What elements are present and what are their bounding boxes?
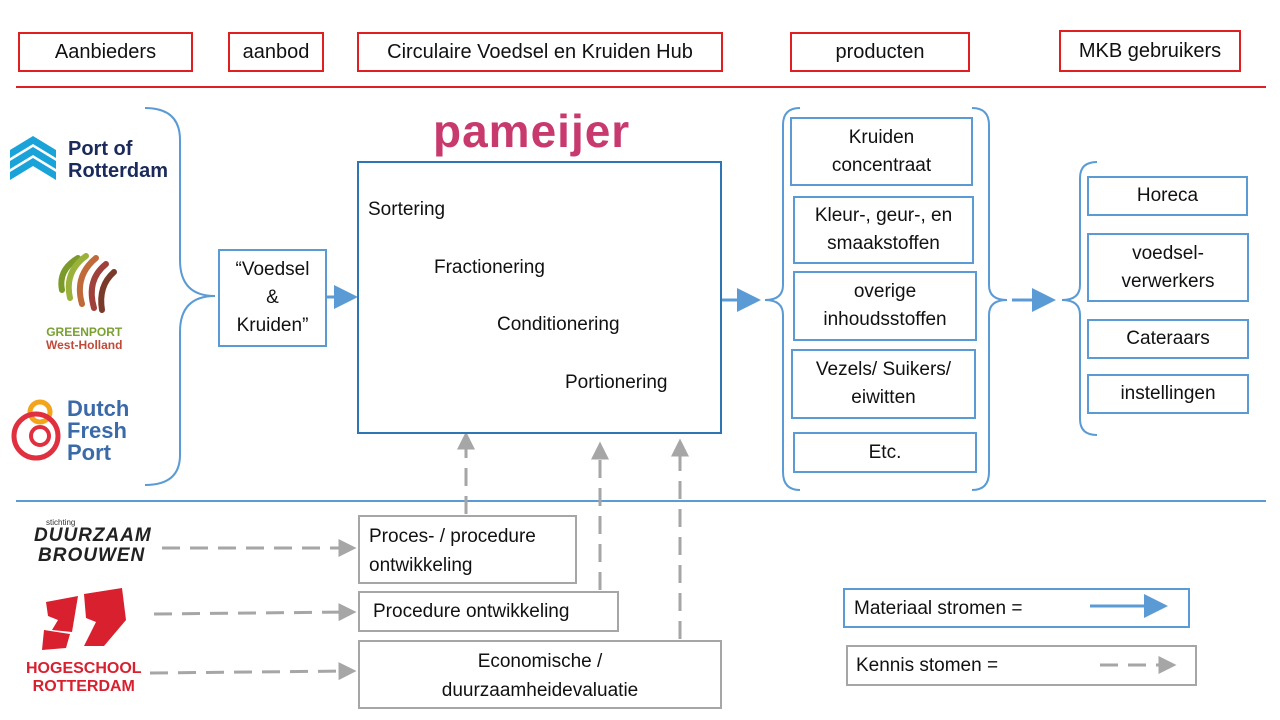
duurzaam-brouwen-logo: DUURZAAM BROUWEN xyxy=(34,526,152,566)
user-voedselverwerkers: voedsel- verwerkers xyxy=(1087,233,1249,302)
port-of-rotterdam-line-2: Rotterdam xyxy=(68,160,169,182)
product-4-line-1: Vezels/ Suikers/ xyxy=(815,359,952,380)
product-2-line-2: smaakstoffen xyxy=(827,233,940,254)
input-voedsel-kruiden-box: “Voedsel & Kruiden” xyxy=(218,249,327,347)
hogeschool-rotterdam-logo-text: HOGESCHOOL ROTTERDAM xyxy=(26,660,142,696)
greenport-logo-text: GREENPORT West-Holland xyxy=(46,326,122,352)
user-2-line-1: voedsel- xyxy=(1132,242,1204,264)
knowledge-3-line-1: Economische / xyxy=(477,651,603,672)
knowledge-procedure-ontwikkeling: Procedure ontwikkeling xyxy=(358,591,619,632)
header-products: producten xyxy=(790,32,970,72)
greenport-line-1: GREENPORT xyxy=(46,325,123,339)
user-horeca: Horeca xyxy=(1087,176,1248,216)
knowledge-economische-evaluatie: Economische / duurzaamheidevaluatie xyxy=(358,640,722,709)
duurzaam-brouwen-line-1: DUURZAAM xyxy=(34,525,152,546)
product-1-line-2: concentraat xyxy=(831,154,932,176)
knowledge-arrow-3 xyxy=(149,662,357,681)
duurzaam-brouwen-line-2: BROUWEN xyxy=(38,545,146,566)
hub-step-fractionering: Fractionering xyxy=(434,257,545,278)
knowledge-1-line-2: ontwikkeling xyxy=(369,555,473,576)
header-users: MKB gebruikers xyxy=(1059,30,1241,72)
header-hub: Circulaire Voedsel en Kruiden Hub xyxy=(357,32,723,72)
product-1-line-1: Kruiden xyxy=(848,126,915,148)
hub-step-conditionering: Conditionering xyxy=(497,314,620,335)
port-of-rotterdam-logo-mark xyxy=(10,136,56,180)
pameijer-logo: pameijer xyxy=(433,105,631,157)
product-overige-inhoudsstoffen: overige inhoudsstoffen xyxy=(793,271,977,341)
users-brace xyxy=(1061,161,1098,436)
product-etc: Etc. xyxy=(793,432,977,473)
knowledge-3-line-2: duurzaamheidevaluatie xyxy=(441,680,639,701)
knowledge-1-line-1: Proces- / procedure xyxy=(369,526,536,547)
dutch-fresh-port-line-1: Dutch xyxy=(67,396,130,421)
product-3-line-1: overige xyxy=(853,281,917,302)
legend-knowledge-label: Kennis stomen = xyxy=(856,655,999,676)
product-2-line-1: Kleur-, geur-, en xyxy=(814,205,953,226)
input-line-1: “Voedsel xyxy=(235,259,310,280)
knowledge-proces-procedure-ontwikkeling: Proces- / procedure ontwikkeling xyxy=(358,515,577,584)
product-kruiden-concentraat: Kruiden concentraat xyxy=(790,117,973,186)
user-cateraars: Cateraars xyxy=(1087,319,1249,359)
hub-process-box: Sortering Fractionering Conditionering P… xyxy=(357,161,722,434)
legend-material-box: Materiaal stromen = xyxy=(843,588,1190,628)
supplier-brace xyxy=(144,107,216,486)
legend-knowledge-box: Kennis stomen = xyxy=(846,645,1197,686)
port-of-rotterdam-logo-text: Port of Rotterdam xyxy=(68,138,168,182)
product-brace-left xyxy=(764,107,801,491)
greenport-logo-mark xyxy=(58,253,117,313)
knowledge-arrow-2 xyxy=(153,603,357,622)
hogeschool-rotterdam-logo-mark xyxy=(42,588,126,650)
hogeschool-line-1: HOGESCHOOL xyxy=(26,660,142,677)
header-providers: Aanbieders xyxy=(18,32,193,72)
product-brace-right xyxy=(971,107,1008,491)
product-4-line-2: eiwitten xyxy=(851,387,916,408)
user-instellingen: instellingen xyxy=(1087,374,1249,414)
user-2-line-2: verwerkers xyxy=(1121,270,1215,292)
dutch-fresh-port-logo-mark xyxy=(11,399,61,461)
hub-step-sortering: Sortering xyxy=(368,199,446,220)
port-of-rotterdam-line-1: Port of xyxy=(68,138,133,160)
product-vezels-suikers-eiwitten: Vezels/ Suikers/ eiwitten xyxy=(791,349,976,419)
hub-step-portionering: Portionering xyxy=(565,372,668,393)
dutch-fresh-port-logo-text: Dutch Fresh Port xyxy=(67,398,129,464)
dutch-fresh-port-line-2: Fresh xyxy=(67,418,127,443)
legend-material-label: Materiaal stromen = xyxy=(854,598,1023,619)
duurzaam-brouwen-small-text: stichting xyxy=(46,518,76,527)
hogeschool-line-2: ROTTERDAM xyxy=(32,678,135,695)
input-line-3: Kruiden” xyxy=(236,315,309,336)
product-3-line-2: inhoudsstoffen xyxy=(823,309,947,330)
greenport-line-2: West-Holland xyxy=(46,338,123,352)
header-supply: aanbod xyxy=(228,32,324,72)
product-kleur-geur-smaakstoffen: Kleur-, geur-, en smaakstoffen xyxy=(793,196,974,264)
dutch-fresh-port-line-3: Port xyxy=(67,440,111,465)
input-line-2: & xyxy=(266,287,279,308)
